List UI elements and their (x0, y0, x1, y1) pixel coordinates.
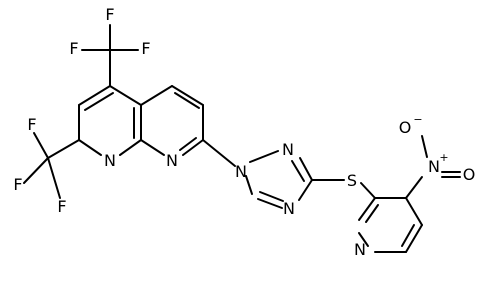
atom-f2: F (69, 39, 78, 58)
atom-n-triazole-2: N (282, 140, 294, 159)
atom-f4: F (27, 115, 36, 134)
atom-o-nitro-1: O (399, 118, 412, 137)
atom-f6: F (57, 197, 66, 216)
atom-o-nitro-minus: − (413, 113, 422, 126)
atom-nitro-plus: + (439, 151, 448, 164)
atom-labels: F F F F F F N N N N N S N + O − O N (13, 5, 475, 259)
atom-f5: F (13, 175, 22, 194)
atom-f1: F (105, 5, 114, 24)
atom-n-nitro: N (428, 157, 440, 176)
atom-f3: F (141, 39, 150, 58)
atom-o-nitro-2: O (463, 165, 476, 184)
atom-n-triazole-4: N (283, 199, 295, 218)
atom-n-triazole-1: N (235, 162, 247, 181)
bond-lines (23, 24, 461, 253)
atom-n-pyridine: N (354, 240, 366, 259)
atom-s-thioether: S (347, 171, 357, 190)
atom-n-ring-right: N (166, 151, 178, 170)
atom-n-ring-left: N (104, 151, 116, 170)
